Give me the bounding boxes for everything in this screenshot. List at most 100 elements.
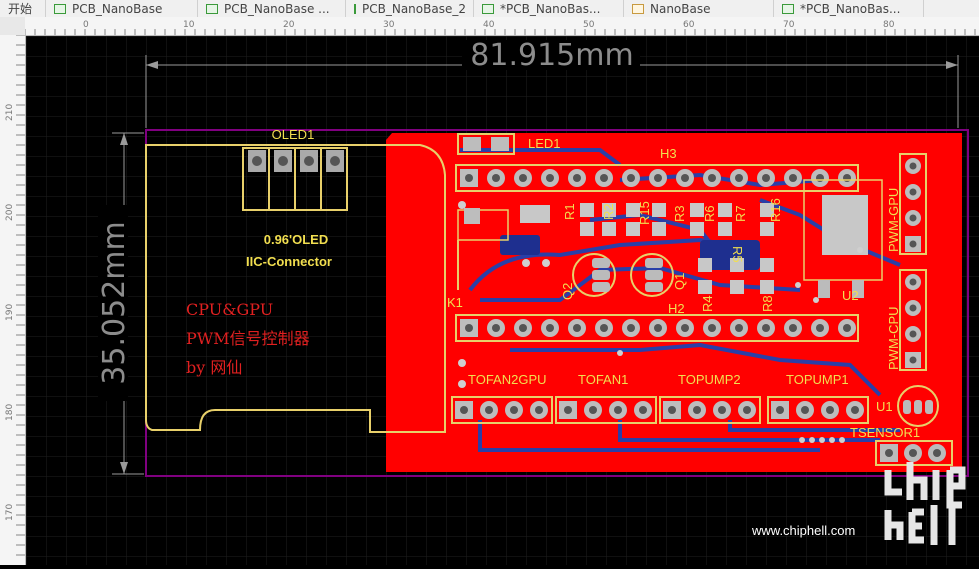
pwm-gpu-pins: [905, 158, 921, 252]
pin-hole: [681, 174, 689, 182]
oled-header-dividers: [268, 148, 322, 210]
pin-hole: [564, 406, 572, 414]
chiphell-logo-icon: [884, 462, 966, 545]
top-ruler: 0102030405060708090: [24, 17, 979, 36]
pin-hole: [816, 174, 824, 182]
r7-label: R7: [733, 205, 748, 222]
pin-hole: [546, 174, 554, 182]
pin-hole: [654, 174, 662, 182]
tab-7[interactable]: *PCB_NanoBas...: [774, 0, 924, 17]
pin-hole: [909, 240, 917, 248]
tofan2gpu-label: TOFAN2GPU: [468, 372, 547, 387]
u1-pads: [903, 400, 933, 414]
h2-label: H2: [668, 301, 685, 316]
pin-hole: [546, 324, 554, 332]
tab-label: PCB_NanoBase: [72, 1, 163, 16]
pin-hole: [627, 324, 635, 332]
pin-hole: [851, 406, 859, 414]
oled-outline: [145, 144, 446, 433]
q1-label: Q1: [672, 273, 687, 290]
fan-headers: [451, 396, 869, 424]
pwm-gpu-silk: [899, 153, 927, 255]
tab-label: NanoBase: [650, 1, 711, 16]
k1-silk: [457, 209, 509, 241]
h2-header-pins: [460, 319, 856, 337]
r2-label: R2: [601, 203, 616, 220]
tab-label: *PCB_NanoBas...: [800, 1, 901, 16]
pcb-view: OLED1 0.96'OLED IIC-Connector CPU&GPU PW…: [26, 36, 979, 565]
fan-header-silk: [767, 396, 869, 424]
pcb-icon: [54, 3, 66, 14]
watermark-url: www.chiphell.com: [751, 523, 855, 538]
tab-2[interactable]: PCB_NanoBase: [46, 0, 198, 17]
pcb-icon: [354, 3, 356, 14]
pin-hole: [681, 324, 689, 332]
led-pad-b: [491, 137, 509, 151]
pin-hole: [708, 174, 716, 182]
pin-hole: [735, 324, 743, 332]
pin-hole: [510, 406, 518, 414]
document-tab-bar: 开始 PCB_NanoBase PCB_NanoBase ... PCB_NanoBa…: [0, 0, 979, 18]
pin-hole: [492, 174, 500, 182]
r5-label: R5: [730, 246, 745, 263]
oled-desc-line2: IIC-Connector: [246, 254, 332, 269]
pin-hole: [639, 406, 647, 414]
tab-1[interactable]: 开始: [0, 0, 46, 17]
tsensor-silk: [875, 440, 953, 466]
pwm-cpu-silk: [899, 269, 927, 371]
u2-label: U2: [842, 288, 859, 303]
ruler-top-label: 40: [483, 20, 495, 30]
r1-label: R1: [562, 203, 577, 220]
ruler-left-label: 210: [5, 104, 15, 121]
pin-hole: [535, 406, 543, 414]
tab-4[interactable]: PCB_NanoBase_2: [346, 0, 474, 17]
oled-label: OLED1: [272, 127, 315, 142]
r4-label: R4: [700, 295, 715, 312]
led-pad-a: [463, 137, 481, 151]
q1-outline: [630, 253, 674, 297]
height-dimension: 35.052mm: [97, 132, 144, 475]
tab-6[interactable]: NanoBase: [624, 0, 774, 17]
tab-label: 开始: [8, 2, 33, 16]
pwm-cpu-label: PWM-CPU: [886, 306, 901, 370]
pin-hole: [789, 174, 797, 182]
k1-pad-2: [520, 205, 550, 223]
pin-hole: [708, 324, 716, 332]
tab-5[interactable]: *PCB_NanoBas...: [474, 0, 624, 17]
note-line3: by 网仙: [186, 358, 242, 377]
u1-label: U1: [876, 399, 893, 414]
pin-hole: [693, 406, 701, 414]
pin-hole: [589, 406, 597, 414]
pin-hole: [843, 174, 851, 182]
h2-header-silk: [455, 314, 859, 342]
ruler-top-label: 80: [883, 20, 895, 30]
tab-label: PCB_NanoBase ...: [224, 1, 330, 16]
pcb-canvas[interactable]: OLED1 0.96'OLED IIC-Connector CPU&GPU PW…: [26, 36, 979, 565]
r6-label: R6: [702, 205, 717, 222]
ruler-left-label: 190: [5, 304, 15, 321]
tab-3[interactable]: PCB_NanoBase ...: [198, 0, 346, 17]
topump1-label: TOPUMP1: [786, 372, 849, 387]
pin-hole: [573, 174, 581, 182]
pin-hole: [909, 356, 917, 364]
pin-hole: [460, 406, 468, 414]
pin-hole: [789, 324, 797, 332]
u2-tab: [822, 195, 868, 255]
pin-hole: [826, 406, 834, 414]
q1-pads: [645, 258, 663, 292]
resistor-labels: R1 R2 R15 R3 R6 R7 R16 R4 R5 R8: [562, 198, 783, 312]
pin-hole: [909, 162, 917, 170]
bottom-pads: [500, 235, 760, 270]
pin-hole: [614, 406, 622, 414]
topump2-label: TOPUMP2: [678, 372, 741, 387]
pin-hole: [654, 324, 662, 332]
tofan1-label: TOFAN1: [578, 372, 628, 387]
pin-hole: [909, 304, 917, 312]
pin-hole: [485, 406, 493, 414]
pin-hole: [519, 174, 527, 182]
oled-header-pins: [248, 150, 344, 172]
pwm-cpu-pins: [905, 274, 921, 368]
pin-hole: [909, 188, 917, 196]
ruler-corner: [0, 17, 26, 36]
